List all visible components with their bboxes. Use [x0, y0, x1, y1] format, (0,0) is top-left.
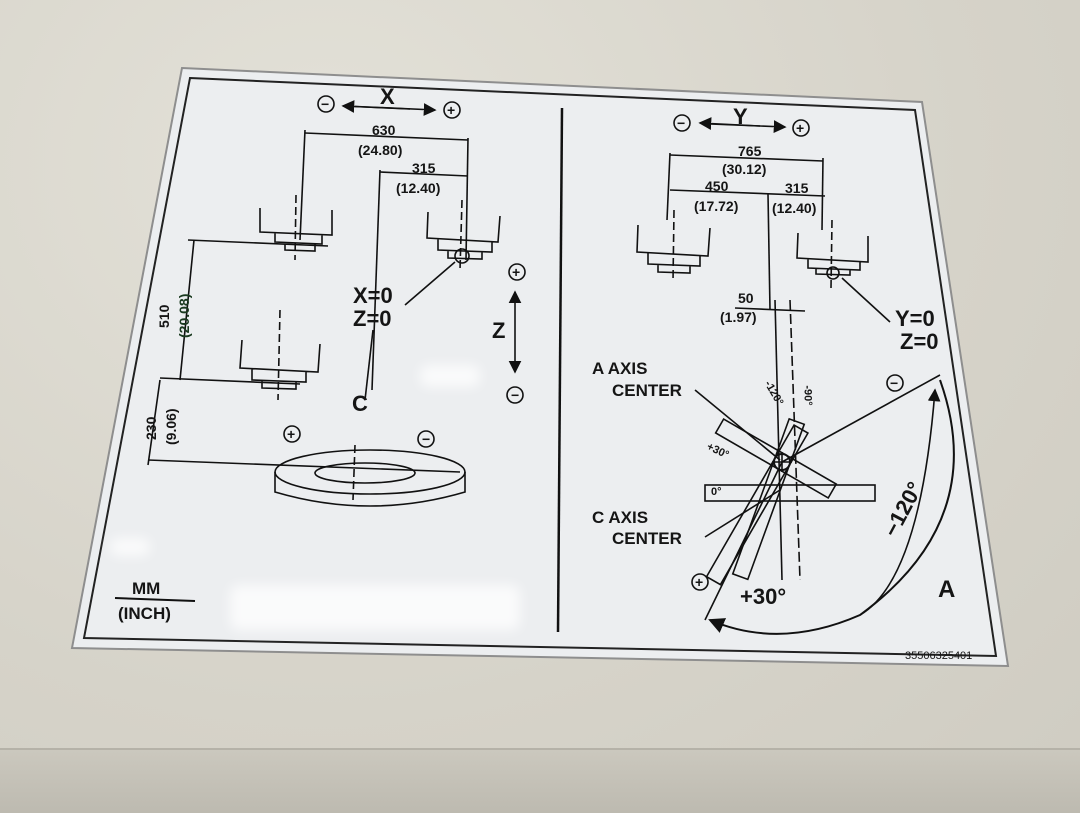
dim-50: 50 [738, 290, 754, 306]
dim-765-inch: (30.12) [722, 161, 767, 177]
y-plus-glyph: + [796, 120, 805, 136]
a-axis-center-line2: CENTER [612, 381, 682, 400]
dim-230: 230 [143, 416, 159, 440]
plate-inner-border [82, 76, 998, 658]
dim-315-y: 315 [785, 180, 809, 196]
c-axis-center-line1: C AXIS [592, 508, 649, 527]
c-minus-icon [417, 430, 435, 448]
dim-line-230 [147, 379, 161, 466]
a-axis-arc [708, 379, 955, 635]
a-plus-glyph: + [695, 574, 704, 590]
y-minus-glyph: − [677, 115, 686, 131]
bar-minus90 [731, 417, 806, 581]
dim-315-inch: (12.40) [396, 180, 441, 196]
dim-450-inch: (17.72) [694, 198, 739, 214]
bar-0-label: 0° [711, 486, 722, 498]
unit-inch: (INCH) [118, 604, 171, 623]
dim-315-y-inch: (12.40) [772, 200, 817, 216]
y-zero-label: Y=0 [895, 306, 935, 331]
axis-travel-plate: X 630 (24.80) 315 (12.40) X=0 Z=0 510 (2… [60, 60, 1020, 690]
y-plus-icon [792, 119, 810, 137]
part-number: 35506325401 [905, 650, 973, 662]
z-plus-glyph: + [512, 264, 521, 280]
c-axis-line [364, 329, 374, 401]
c-plus-icon [283, 425, 301, 443]
dim-230-inch: (9.06) [163, 408, 179, 445]
x-zero-label: X=0 [353, 283, 393, 308]
y-axis-label: Y [733, 104, 748, 129]
a-axis-label: A [938, 576, 956, 603]
a-minus-glyph: − [890, 375, 899, 391]
dim-line-510 [179, 239, 195, 381]
dim-50-inch: (1.97) [720, 309, 757, 325]
a-axis-center-line1: A AXIS [592, 359, 648, 378]
a-plus-icon [691, 573, 709, 591]
x-axis-label: X [380, 84, 395, 109]
a-minus-icon [886, 374, 904, 392]
y-z-zero-label: Z=0 [900, 329, 939, 354]
dim-line-765 [669, 154, 824, 162]
dim-line-315 [379, 171, 469, 177]
plate-outline [70, 66, 1010, 668]
c-plus-glyph: + [287, 426, 296, 442]
dim-630-inch: (24.80) [358, 142, 403, 158]
dim-line-450 [669, 189, 826, 197]
dim-630: 630 [372, 122, 396, 138]
panel-divider [556, 107, 564, 633]
c-axis-label: C [352, 391, 368, 416]
c-axis-center-line2: CENTER [612, 529, 682, 548]
y-zero-leader [841, 277, 891, 323]
z-minus-glyph: − [511, 387, 520, 403]
bar-minus120 [705, 423, 810, 586]
glare-bottom [230, 585, 520, 630]
z-minus-icon [506, 386, 524, 404]
x-zero-leader [404, 261, 456, 306]
spindle-upper-right [426, 211, 501, 260]
x-minus-icon [317, 95, 335, 113]
dim-450: 450 [705, 178, 729, 194]
dim-line-630 [304, 132, 469, 141]
dim-510: 510 [156, 304, 172, 328]
bar-minus90-label: -90° [801, 385, 814, 406]
z-plus-icon [508, 263, 526, 281]
x-zero-line [371, 169, 381, 391]
a-center-leader [694, 389, 781, 461]
y-minus-icon [673, 114, 691, 132]
dim-765: 765 [738, 143, 762, 159]
arc-plus30-label: +30° [740, 584, 787, 609]
x-plus-icon [443, 101, 461, 119]
x-minus-glyph: − [321, 96, 330, 112]
x-plus-glyph: + [447, 102, 456, 118]
z-zero-label: Z=0 [353, 306, 392, 331]
c-minus-glyph: − [422, 431, 431, 447]
dim-315: 315 [412, 160, 436, 176]
spindle-y-right [796, 232, 869, 276]
machine-base-strip [0, 748, 1080, 813]
z-axis-label: Z [492, 318, 506, 343]
glare-center [420, 365, 480, 387]
dim-510-inch: (20.08) [176, 293, 192, 338]
plate-drawing [70, 66, 1010, 668]
glare-left [110, 538, 150, 556]
bar-0deg [704, 484, 876, 502]
unit-mm: MM [132, 579, 161, 598]
